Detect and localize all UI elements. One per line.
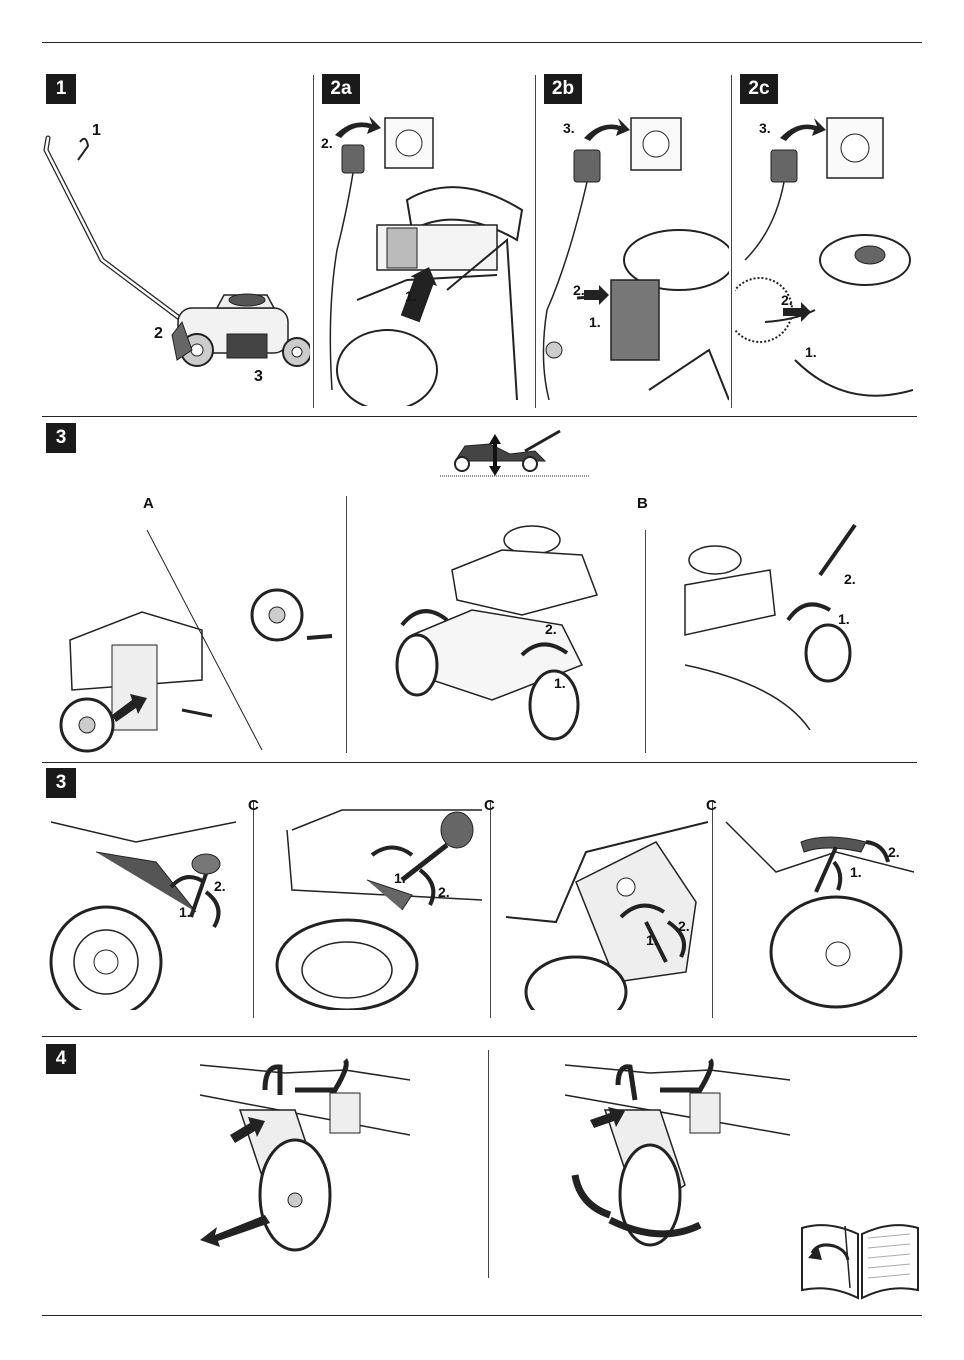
callout-2: 2. — [321, 135, 333, 151]
callout-2: 2. — [781, 292, 793, 308]
divider — [313, 75, 314, 408]
rotate-arrow-icon — [619, 903, 666, 919]
step-badge-3c: 3 — [46, 768, 76, 798]
rotate-arrow-icon — [418, 868, 436, 906]
bottom-rule — [42, 1315, 922, 1316]
callout-2: 2. — [545, 621, 557, 637]
divider — [488, 1050, 489, 1278]
callout-3: 3. — [563, 120, 575, 136]
divider — [490, 800, 491, 1018]
charging-illustration — [735, 117, 913, 397]
panel-3-height-lever: 2. 1. — [382, 515, 617, 755]
rule-after-row3 — [42, 1036, 917, 1037]
height-lever-illustration — [505, 821, 708, 1010]
divider — [253, 800, 254, 1018]
swivel-wheel-illustration — [199, 1058, 410, 1252]
step-badge-4: 4 — [46, 1044, 76, 1074]
push-arrow-icon — [230, 1117, 265, 1143]
panel-3b-height-lever: 2. 1. — [680, 515, 880, 730]
swivel-wheel-illustration — [564, 1058, 790, 1247]
rotate-arrow-icon — [666, 920, 686, 958]
variant-label-b: B — [637, 495, 648, 512]
rotate-arrow-icon — [169, 875, 206, 889]
panel-3c-lever-1: 2. 1. — [46, 812, 246, 1010]
panel-1-mower-overview: 1 2 3 — [42, 110, 310, 400]
callout-2: 2. — [438, 884, 450, 900]
step-badge-2a: 2a — [322, 74, 360, 104]
step-badge-2c: 2c — [740, 74, 778, 104]
variant-label-c: C — [706, 797, 717, 814]
manual-book-icon — [800, 1218, 920, 1300]
callout-2: 2. — [214, 878, 226, 894]
variant-label-c: C — [484, 797, 495, 814]
rotate-arrow-icon — [204, 890, 221, 929]
panel-2a-battery-charging: 2. 1. — [317, 110, 531, 406]
callout-1: 1. — [394, 870, 406, 886]
charging-illustration — [329, 116, 524, 406]
wheel-mount-illustration — [59, 529, 333, 753]
divider — [535, 75, 536, 408]
height-lever-illustration — [725, 821, 914, 1009]
panel-4-swivel-wheel-locked — [195, 1055, 410, 1255]
panel-4-swivel-wheel-free — [560, 1055, 790, 1255]
callout-1: 1 — [92, 122, 101, 139]
variant-label-c: C — [248, 797, 259, 814]
callout-2: 2. — [573, 282, 585, 298]
panel-2b-battery-charging: 3. 2. 1. — [539, 110, 729, 406]
callout-1: 1. — [589, 314, 601, 330]
lawnmower-icon — [440, 429, 590, 477]
charging-illustration — [542, 117, 729, 401]
panel-3c-lever-4: 2. 1. — [716, 812, 914, 1010]
rotate-arrow-icon — [520, 642, 569, 657]
callout-1: 1. — [554, 675, 566, 691]
divider — [645, 530, 646, 753]
callout-1: 1. — [405, 288, 417, 304]
manual-book-icon — [801, 1224, 919, 1300]
push-arrow-icon — [200, 1215, 270, 1247]
callout-2: 2. — [888, 844, 900, 860]
push-arrow-icon — [335, 116, 381, 138]
push-arrow-icon — [780, 118, 826, 141]
callout-2: 2. — [844, 571, 856, 587]
rotate-arrow-icon — [786, 602, 832, 622]
step-badge-1: 1 — [46, 74, 76, 104]
callout-2: 2. — [678, 918, 690, 934]
panel-3c-lever-2: 1. 2. — [262, 800, 484, 1010]
panel-3a-wheel-mount — [52, 520, 342, 756]
height-lever-illustration — [49, 821, 237, 1010]
divider — [712, 800, 713, 1018]
callout-1: 1. — [850, 864, 862, 880]
callout-3: 3. — [759, 120, 771, 136]
height-lever-illustration — [684, 523, 857, 730]
rotate-arrow-icon — [608, 1216, 702, 1238]
variant-label-a: A — [143, 495, 154, 512]
divider — [731, 75, 732, 408]
height-adjust-mower-icon — [440, 426, 590, 482]
callout-3: 3 — [254, 368, 263, 385]
height-lever-illustration — [275, 809, 483, 1010]
rule-after-row1 — [42, 416, 917, 417]
panel-2c-battery-charging: 3. 2. 1. — [735, 110, 913, 406]
lawnmower-icon — [43, 135, 310, 367]
height-lever-illustration — [395, 525, 598, 741]
divider — [346, 496, 347, 753]
callout-1: 1. — [838, 611, 850, 627]
push-arrow-icon — [584, 118, 630, 141]
callout-2: 2 — [154, 325, 163, 342]
rule-after-row2 — [42, 762, 917, 763]
callout-1: 1. — [646, 932, 658, 948]
rotate-arrow-icon — [571, 1174, 612, 1219]
panel-3c-lever-3: 2. 1. — [496, 812, 708, 1010]
callout-1: 1. — [179, 904, 191, 920]
rotate-arrow-icon — [370, 845, 414, 857]
callout-1: 1. — [805, 344, 817, 360]
push-arrow-icon — [590, 1107, 625, 1128]
step-badge-2b: 2b — [544, 74, 582, 104]
push-arrow-icon — [112, 694, 147, 722]
top-rule — [42, 42, 922, 43]
step-badge-3: 3 — [46, 423, 76, 453]
rotate-arrow-icon — [832, 860, 843, 891]
rotate-arrow-icon — [400, 609, 449, 627]
rotate-arrow-icon — [865, 840, 890, 863]
